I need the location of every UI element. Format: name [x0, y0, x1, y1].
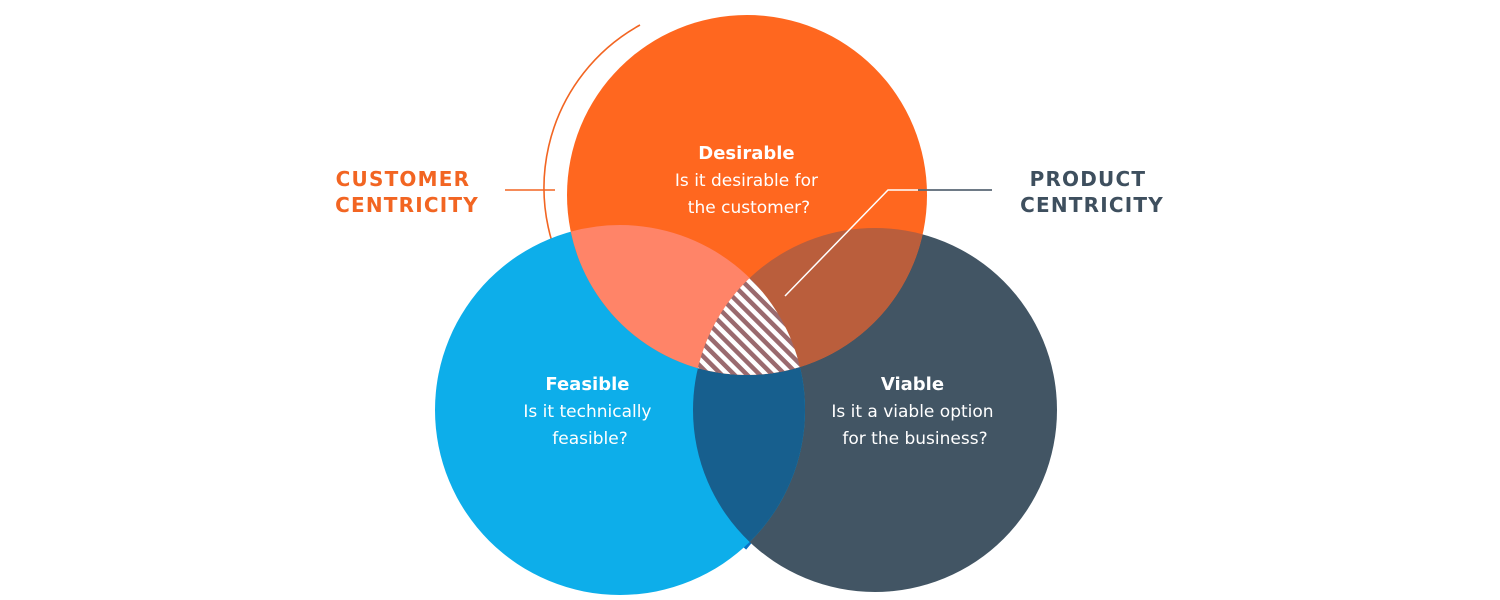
viable-text: Viable Is it a viable option for the bus…: [831, 374, 998, 449]
product-centricity-label: PRODUCT CENTRICITY: [1020, 167, 1164, 217]
feasible-text: Feasible Is it technically feasible?: [523, 374, 656, 449]
customer-centricity-label: CUSTOMER CENTRICITY: [335, 167, 479, 217]
desirable-text: Desirable Is it desirable for the custom…: [675, 143, 823, 218]
